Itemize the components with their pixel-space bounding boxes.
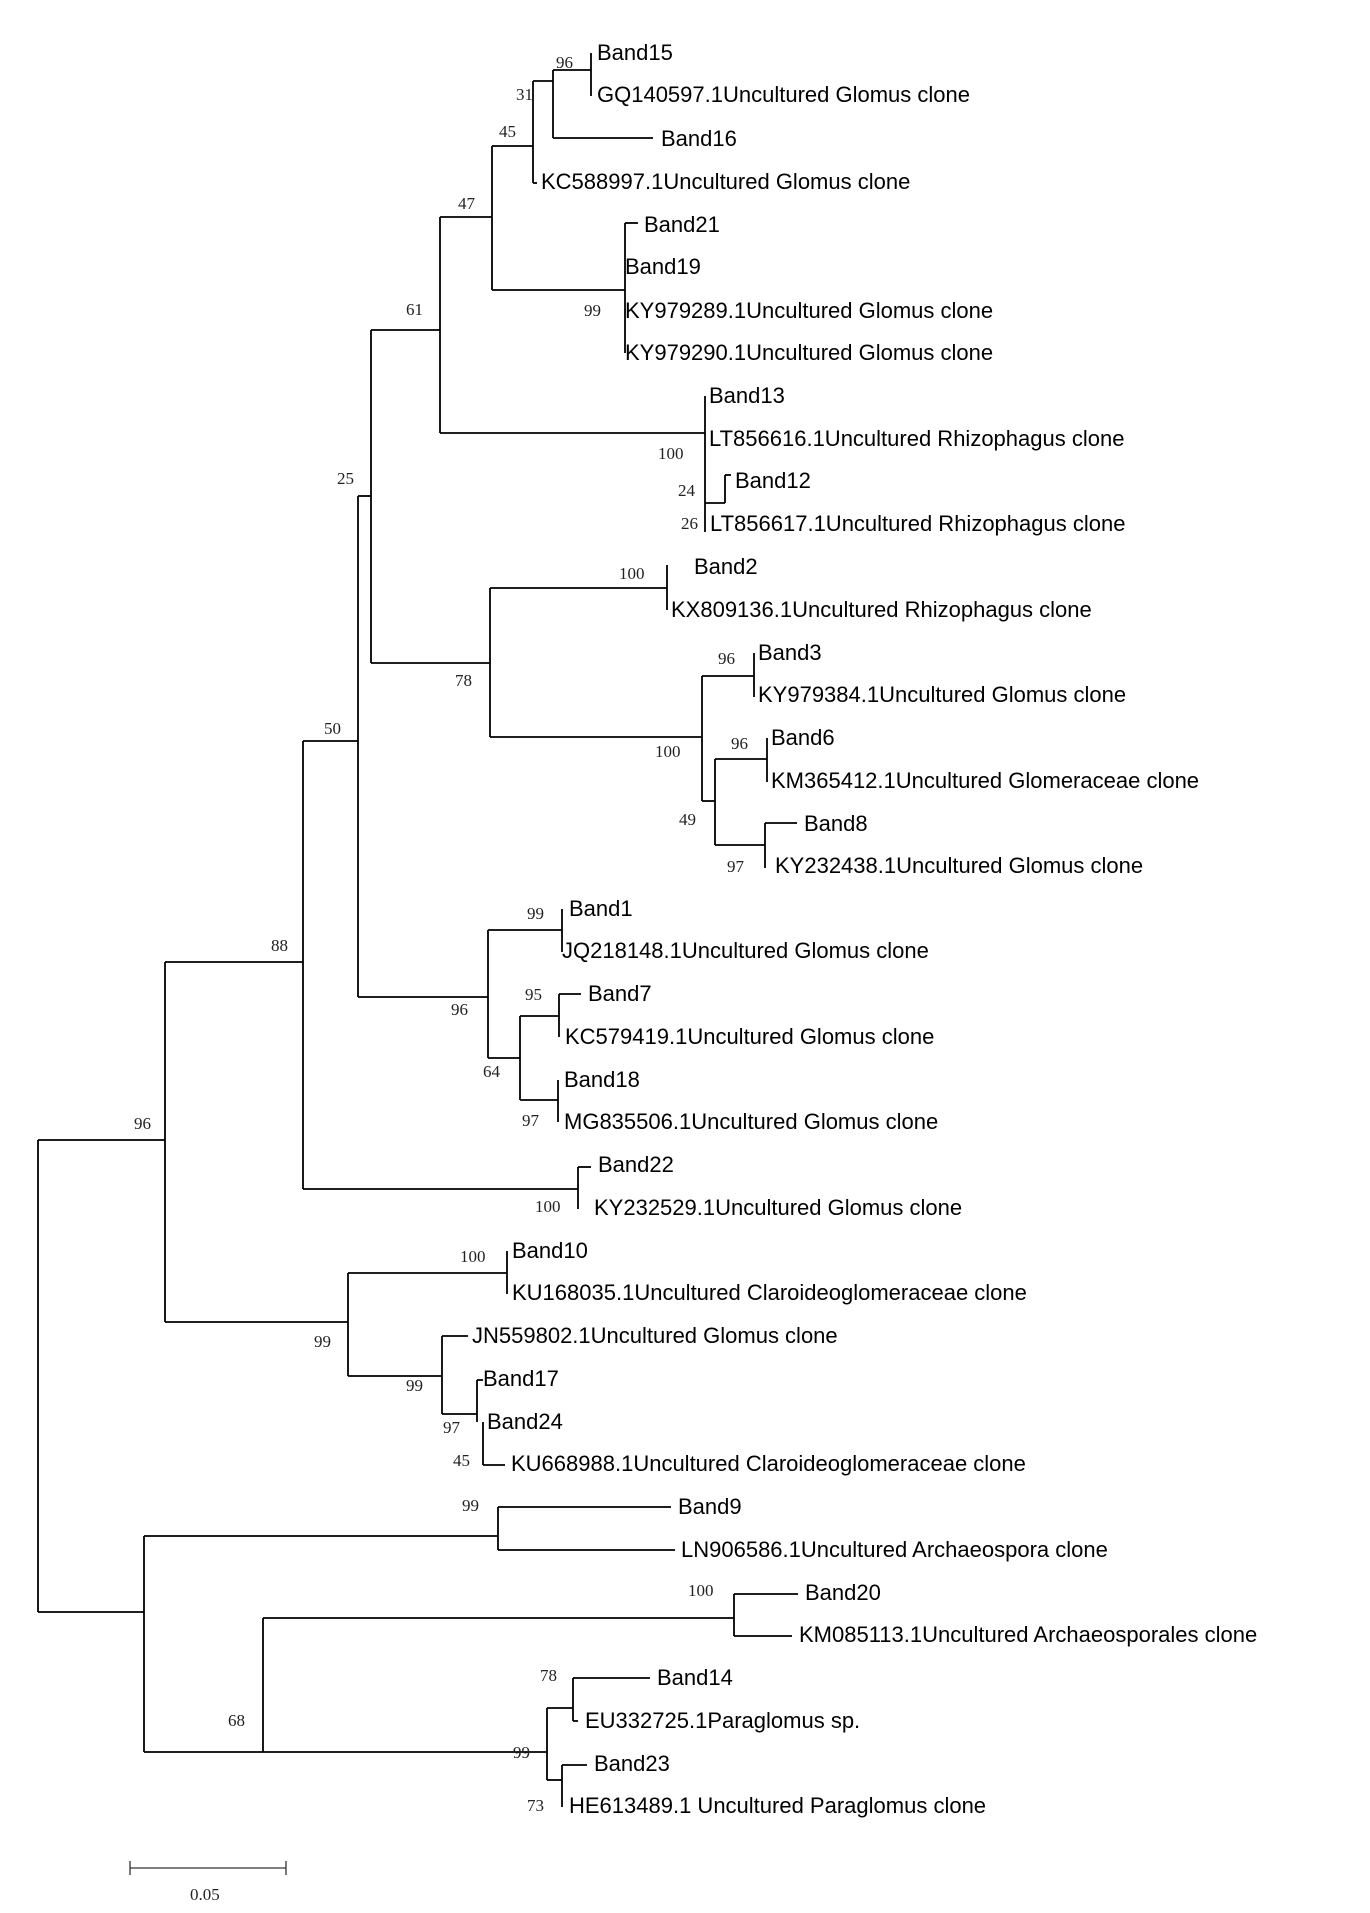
bootstrap-label: 50 [324,719,341,738]
bootstrap-label: 96 [556,53,573,72]
tip-label-band8: Band8 [804,811,868,836]
bootstrap-label: 68 [228,1711,245,1730]
tip-label-mg835506: MG835506.1Uncultured Glomus clone [564,1109,938,1134]
tip-label-ky979290: KY979290.1Uncultured Glomus clone [625,340,993,365]
bootstrap-label: 99 [462,1496,479,1515]
bootstrap-label: 25 [337,469,354,488]
tip-label-band9: Band9 [678,1494,742,1519]
bootstrap-label: 47 [458,194,476,213]
bootstrap-label: 99 [584,301,601,320]
tip-label-band21: Band21 [644,212,720,237]
tip-label-band3: Band3 [758,640,822,665]
tip-label-band6: Band6 [771,725,835,750]
tip-label-kc579419: KC579419.1Uncultured Glomus clone [565,1024,934,1049]
bootstrap-label: 100 [619,564,645,583]
tip-label-ky232438: KY232438.1Uncultured Glomus clone [775,853,1143,878]
tip-label-he613489: HE613489.1 Uncultured Paraglomus clone [569,1793,986,1818]
bootstrap-label: 96 [134,1114,151,1133]
bootstrap-label: 26 [681,514,698,533]
bootstrap-label: 45 [453,1451,470,1470]
bootstrap-label: 78 [540,1666,557,1685]
bootstrap-label: 100 [460,1247,486,1266]
bootstrap-label: 49 [679,810,696,829]
bootstrap-label: 88 [271,936,288,955]
bootstrap-label: 97 [727,857,745,876]
bootstrap-label: 64 [483,1062,501,1081]
tip-label-kx809136: KX809136.1Uncultured Rhizophagus clone [671,597,1092,622]
bootstrap-label: 96 [718,649,735,668]
tip-label-jq218148: JQ218148.1Uncultured Glomus clone [562,938,929,963]
tree-branches [37,53,798,1807]
tip-label-band2: Band2 [694,554,758,579]
bootstrap-label: 97 [522,1111,540,1130]
bootstrap-label: 95 [525,985,542,1004]
tip-label-band24: Band24 [487,1409,563,1434]
tip-label-band19: Band19 [625,254,701,279]
bootstrap-label: 96 [451,1000,468,1019]
bootstrap-label: 99 [314,1332,331,1351]
tip-label-ky979289: KY979289.1Uncultured Glomus clone [625,298,993,323]
bootstrap-label: 100 [688,1581,714,1600]
tip-label-ky979384: KY979384.1Uncultured Glomus clone [758,682,1126,707]
bootstrap-label: 73 [527,1796,544,1815]
bootstrap-label: 99 [513,1743,530,1762]
bootstrap-label: 24 [678,481,696,500]
tip-label-band15: Band15 [597,40,673,65]
tip-label-km365412: KM365412.1Uncultured Glomeraceae clone [771,768,1199,793]
tip-label-band14: Band14 [657,1665,733,1690]
tip-label-ku668988: KU668988.1Uncultured Claroideoglomeracea… [511,1451,1026,1476]
bootstrap-label: 100 [535,1197,561,1216]
tip-label-ln906586: LN906586.1Uncultured Archaeospora clone [681,1537,1108,1562]
tip-label-band16: Band16 [661,126,737,151]
scale-bar-label: 0.05 [190,1885,220,1904]
tip-label-ku168035: KU168035.1Uncultured Claroideoglomeracea… [512,1280,1027,1305]
bootstrap-label: 100 [658,444,684,463]
tip-label-band17: Band17 [483,1366,559,1391]
bootstrap-values: 96 31 45 47 99 61 100 24 26 25 100 78 96… [134,53,748,1815]
tip-label-kc588997: KC588997.1Uncultured Glomus clone [541,169,910,194]
tip-label-band12: Band12 [735,468,811,493]
tip-label-band1: Band1 [569,896,633,921]
tip-labels: Band15 GQ140597.1Uncultured Glomus clone… [472,40,1257,1818]
bootstrap-label: 31 [516,85,533,104]
tip-label-band23: Band23 [594,1751,670,1776]
bootstrap-label: 97 [443,1418,461,1437]
scale-bar: 0.05 [129,1861,287,1904]
tip-label-band22: Band22 [598,1152,674,1177]
bootstrap-label: 100 [655,742,681,761]
tip-label-ky232529: KY232529.1Uncultured Glomus clone [594,1195,962,1220]
tip-label-band7: Band7 [588,981,652,1006]
tip-label-lt856617: LT856617.1Uncultured Rhizophagus clone [710,511,1125,536]
bootstrap-label: 61 [406,300,423,319]
tip-label-lt856616: LT856616.1Uncultured Rhizophagus clone [709,426,1124,451]
tip-label-band20: Band20 [805,1580,881,1605]
tip-label-jn559802: JN559802.1Uncultured Glomus clone [472,1323,838,1348]
bootstrap-label: 99 [406,1376,423,1395]
tip-label-band10: Band10 [512,1238,588,1263]
tip-label-km085113: KM085113.1Uncultured Archaeosporales clo… [799,1622,1257,1647]
bootstrap-label: 96 [731,734,748,753]
bootstrap-label: 45 [499,122,516,141]
scale-bar-line [129,1861,287,1875]
tip-label-band13: Band13 [709,383,785,408]
tip-label-gq140597: GQ140597.1Uncultured Glomus clone [597,82,970,107]
bootstrap-label: 78 [455,671,472,690]
tip-label-band18: Band18 [564,1067,640,1092]
bootstrap-label: 99 [527,904,544,923]
tip-label-eu332725: EU332725.1Paraglomus sp. [585,1708,860,1733]
